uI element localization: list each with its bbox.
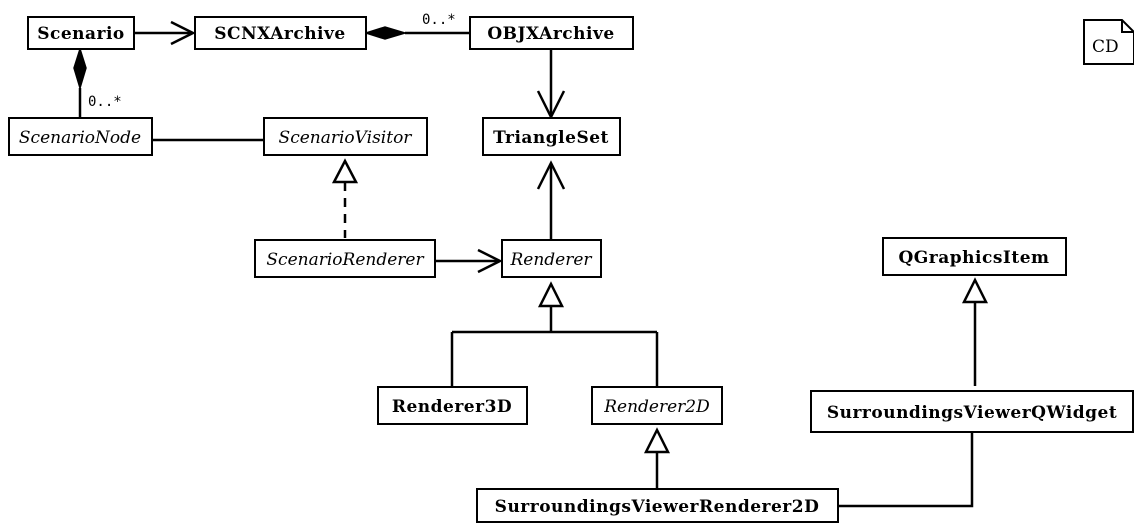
svg-text:ScenarioRenderer: ScenarioRenderer [266,250,424,270]
association-renderer-triangleset [536,160,566,239]
association-objx-triangleset [536,48,566,120]
generalization-triangle-icon [643,427,671,454]
class-objx-archive: OBJXArchive [469,16,634,50]
association-svr2d-qwidget [838,432,974,508]
class-scenario-visitor: ScenarioVisitor [263,117,428,156]
svg-text:SCNXArchive: SCNXArchive [214,24,345,44]
class-renderer: Renderer [501,239,602,278]
generalization-svr2d-renderer2d [643,427,671,490]
class-surroundings-viewer-qwidget: SurroundingsViewerQWidget [810,390,1134,433]
generalization-qwidget-qgraphicsitem [961,277,989,386]
svg-text:TriangleSet: TriangleSet [493,128,609,148]
svg-text:Scenario: Scenario [37,24,125,44]
class-scenario: Scenario [27,16,135,50]
class-qgraphics-item: QGraphicsItem [882,237,1067,276]
multiplicity-scnx-objx: 0..* [422,12,456,28]
class-surroundings-viewer-renderer2d: SurroundingsViewerRenderer2D [476,488,839,523]
generalization-triangle-icon [961,277,989,304]
association-scenariorenderer-renderer [435,248,503,274]
composition-diamond-icon [73,46,87,91]
realization-triangle-icon [331,158,359,184]
realization-renderer-visitor [331,158,359,238]
svg-text:OBJXArchive: OBJXArchive [487,24,614,44]
svg-text:Renderer3D: Renderer3D [392,397,512,417]
svg-text:Renderer: Renderer [509,250,592,270]
class-scenario-node: ScenarioNode [8,117,153,156]
svg-text:SurroundingsViewerQWidget: SurroundingsViewerQWidget [827,403,1117,423]
composition-diamond-icon [363,26,408,40]
frame-tab-label: CD [1092,37,1119,57]
class-triangle-set: TriangleSet [482,117,621,156]
class-scenario-renderer: ScenarioRenderer [254,239,436,278]
class-renderer3d: Renderer3D [377,386,528,425]
svg-text:Renderer2D: Renderer2D [603,397,710,417]
composition-scenario-node: 0..* [73,46,122,117]
class-renderer2d: Renderer2D [591,386,723,425]
svg-text:QGraphicsItem: QGraphicsItem [898,248,1049,268]
svg-text:ScenarioNode: ScenarioNode [19,128,141,148]
multiplicity-scenario-node: 0..* [88,94,122,110]
svg-text:ScenarioVisitor: ScenarioVisitor [279,128,413,148]
svg-text:SurroundingsViewerRenderer2D: SurroundingsViewerRenderer2D [495,497,820,517]
generalization-renderer-tree [450,281,659,386]
diagram-frame-tab: CD [1083,19,1134,65]
generalization-triangle-icon [537,281,565,308]
class-scnx-archive: SCNXArchive [194,16,367,50]
association-scenario-scnx [134,20,196,46]
composition-scnx-objx: 0..* [363,12,470,40]
